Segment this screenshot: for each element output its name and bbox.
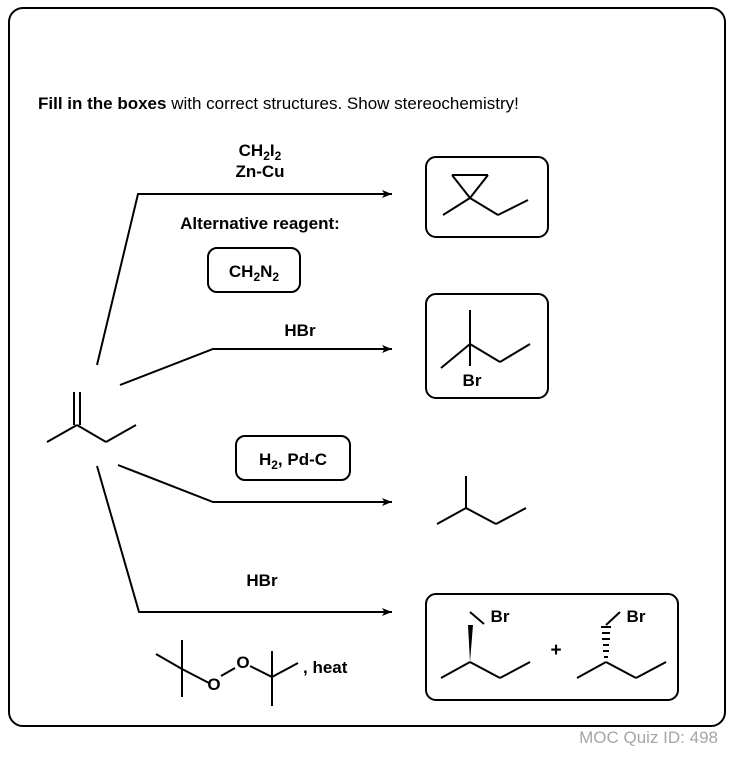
starting-material-2-methyl-1-butene <box>46 392 137 443</box>
arrow-hydrogenation <box>117 464 392 506</box>
reagent-box-h2-pdc <box>235 435 351 481</box>
product-enantiomer-wedge <box>440 611 531 679</box>
answer-box-cyclopropane[interactable] <box>425 156 549 238</box>
quiz-id-label: MOC Quiz ID: 498 <box>579 728 718 747</box>
wedge-bond <box>468 625 473 662</box>
peroxide-o-2: O <box>236 653 249 672</box>
product-enantiomer-hash <box>576 611 667 679</box>
alternative-reagent-ch2n2: CH2N2 <box>229 262 280 284</box>
alternative-reagent-label: Alternative reagent: <box>180 214 340 233</box>
product-enantiomer-2-br: Br <box>627 607 646 626</box>
di-tert-butyl-peroxide <box>155 640 299 706</box>
arrow-cyclopropanation <box>96 190 392 366</box>
plus-sign: + <box>550 640 561 661</box>
condition-heat: , heat <box>303 658 348 677</box>
peroxide-o-1: O <box>207 675 220 694</box>
reaction-pathways <box>96 190 392 616</box>
hashed-bond <box>601 626 611 658</box>
instruction-text: Fill in the boxes with correct structure… <box>38 94 519 113</box>
arrow-hbr-peroxide <box>96 465 392 616</box>
quiz-frame <box>8 7 726 727</box>
product-2-methylbutane <box>436 476 527 525</box>
answer-box-enantiomers[interactable] <box>425 593 679 701</box>
product-2-br-label: Br <box>463 371 482 390</box>
arrow-hbr-markovnikov <box>119 345 392 386</box>
answer-box-bromide[interactable] <box>425 293 549 399</box>
reagent-hbr-1: HBr <box>284 321 316 340</box>
product-enantiomer-1-br: Br <box>491 607 510 626</box>
reagent-zn-cu: Zn-Cu <box>235 162 284 181</box>
reagent-ch2i2: CH2I2 <box>239 141 282 163</box>
alternative-reagent-box <box>207 247 301 293</box>
instruction-bold: Fill in the boxes <box>38 94 166 113</box>
reagent-h2-pdc: H2, Pd-C <box>259 450 327 472</box>
reagent-hbr-2: HBr <box>246 571 278 590</box>
instruction-rest: with correct structures. Show stereochem… <box>166 94 518 113</box>
product-1-methyl-1-ethylcyclopropane <box>442 174 529 216</box>
product-2-bromo-2-methylbutane <box>440 310 531 369</box>
